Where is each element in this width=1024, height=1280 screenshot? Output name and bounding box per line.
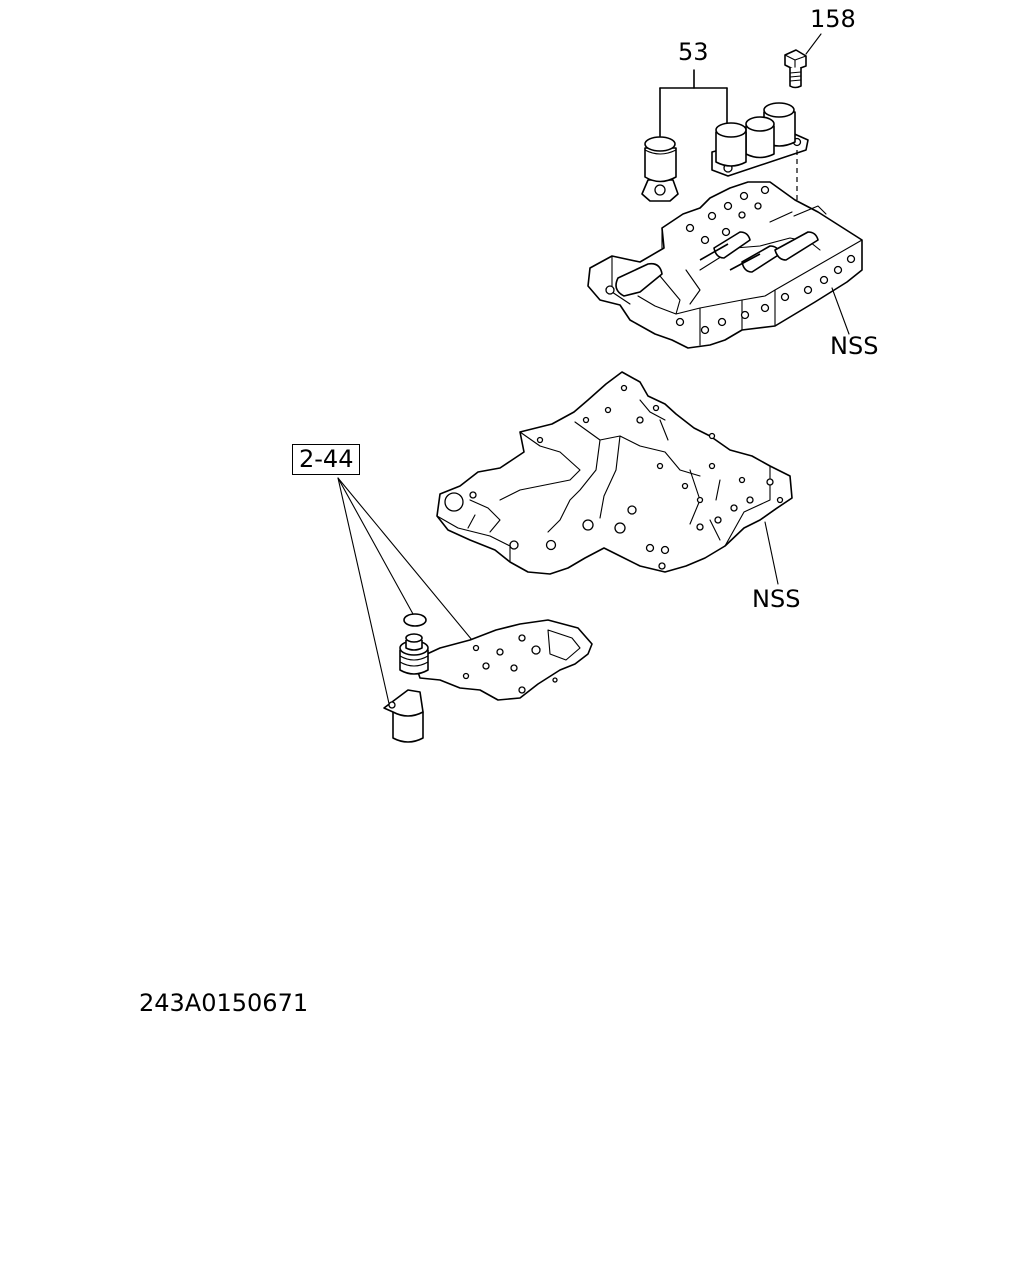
bolt-callout: 158 bbox=[810, 5, 856, 33]
plug-drawing bbox=[383, 689, 424, 743]
kit-leader-lines bbox=[337, 477, 473, 709]
o-ring-drawing bbox=[403, 613, 427, 627]
single-solenoid-drawing bbox=[641, 136, 679, 202]
bolt-drawing bbox=[784, 49, 807, 89]
separator-plate-drawing bbox=[399, 619, 593, 701]
kit-reference-callout[interactable]: 2-44 bbox=[292, 444, 361, 475]
bolt-leader-line bbox=[805, 33, 822, 55]
solenoid-set-callout: 53 bbox=[678, 38, 709, 66]
drawing-number: 243A0150671 bbox=[139, 989, 309, 1017]
lower-valve-body-drawing bbox=[436, 371, 793, 575]
solenoid-bracket-lines bbox=[659, 69, 728, 137]
solenoid-pack-drawing bbox=[711, 102, 809, 177]
lower-valve-body-callout: NSS bbox=[752, 585, 801, 613]
upper-body-leader-line bbox=[831, 287, 850, 335]
upper-valve-body-drawing bbox=[587, 181, 863, 349]
lower-body-leader-line bbox=[764, 521, 779, 585]
upper-valve-body-callout: NSS bbox=[830, 332, 879, 360]
